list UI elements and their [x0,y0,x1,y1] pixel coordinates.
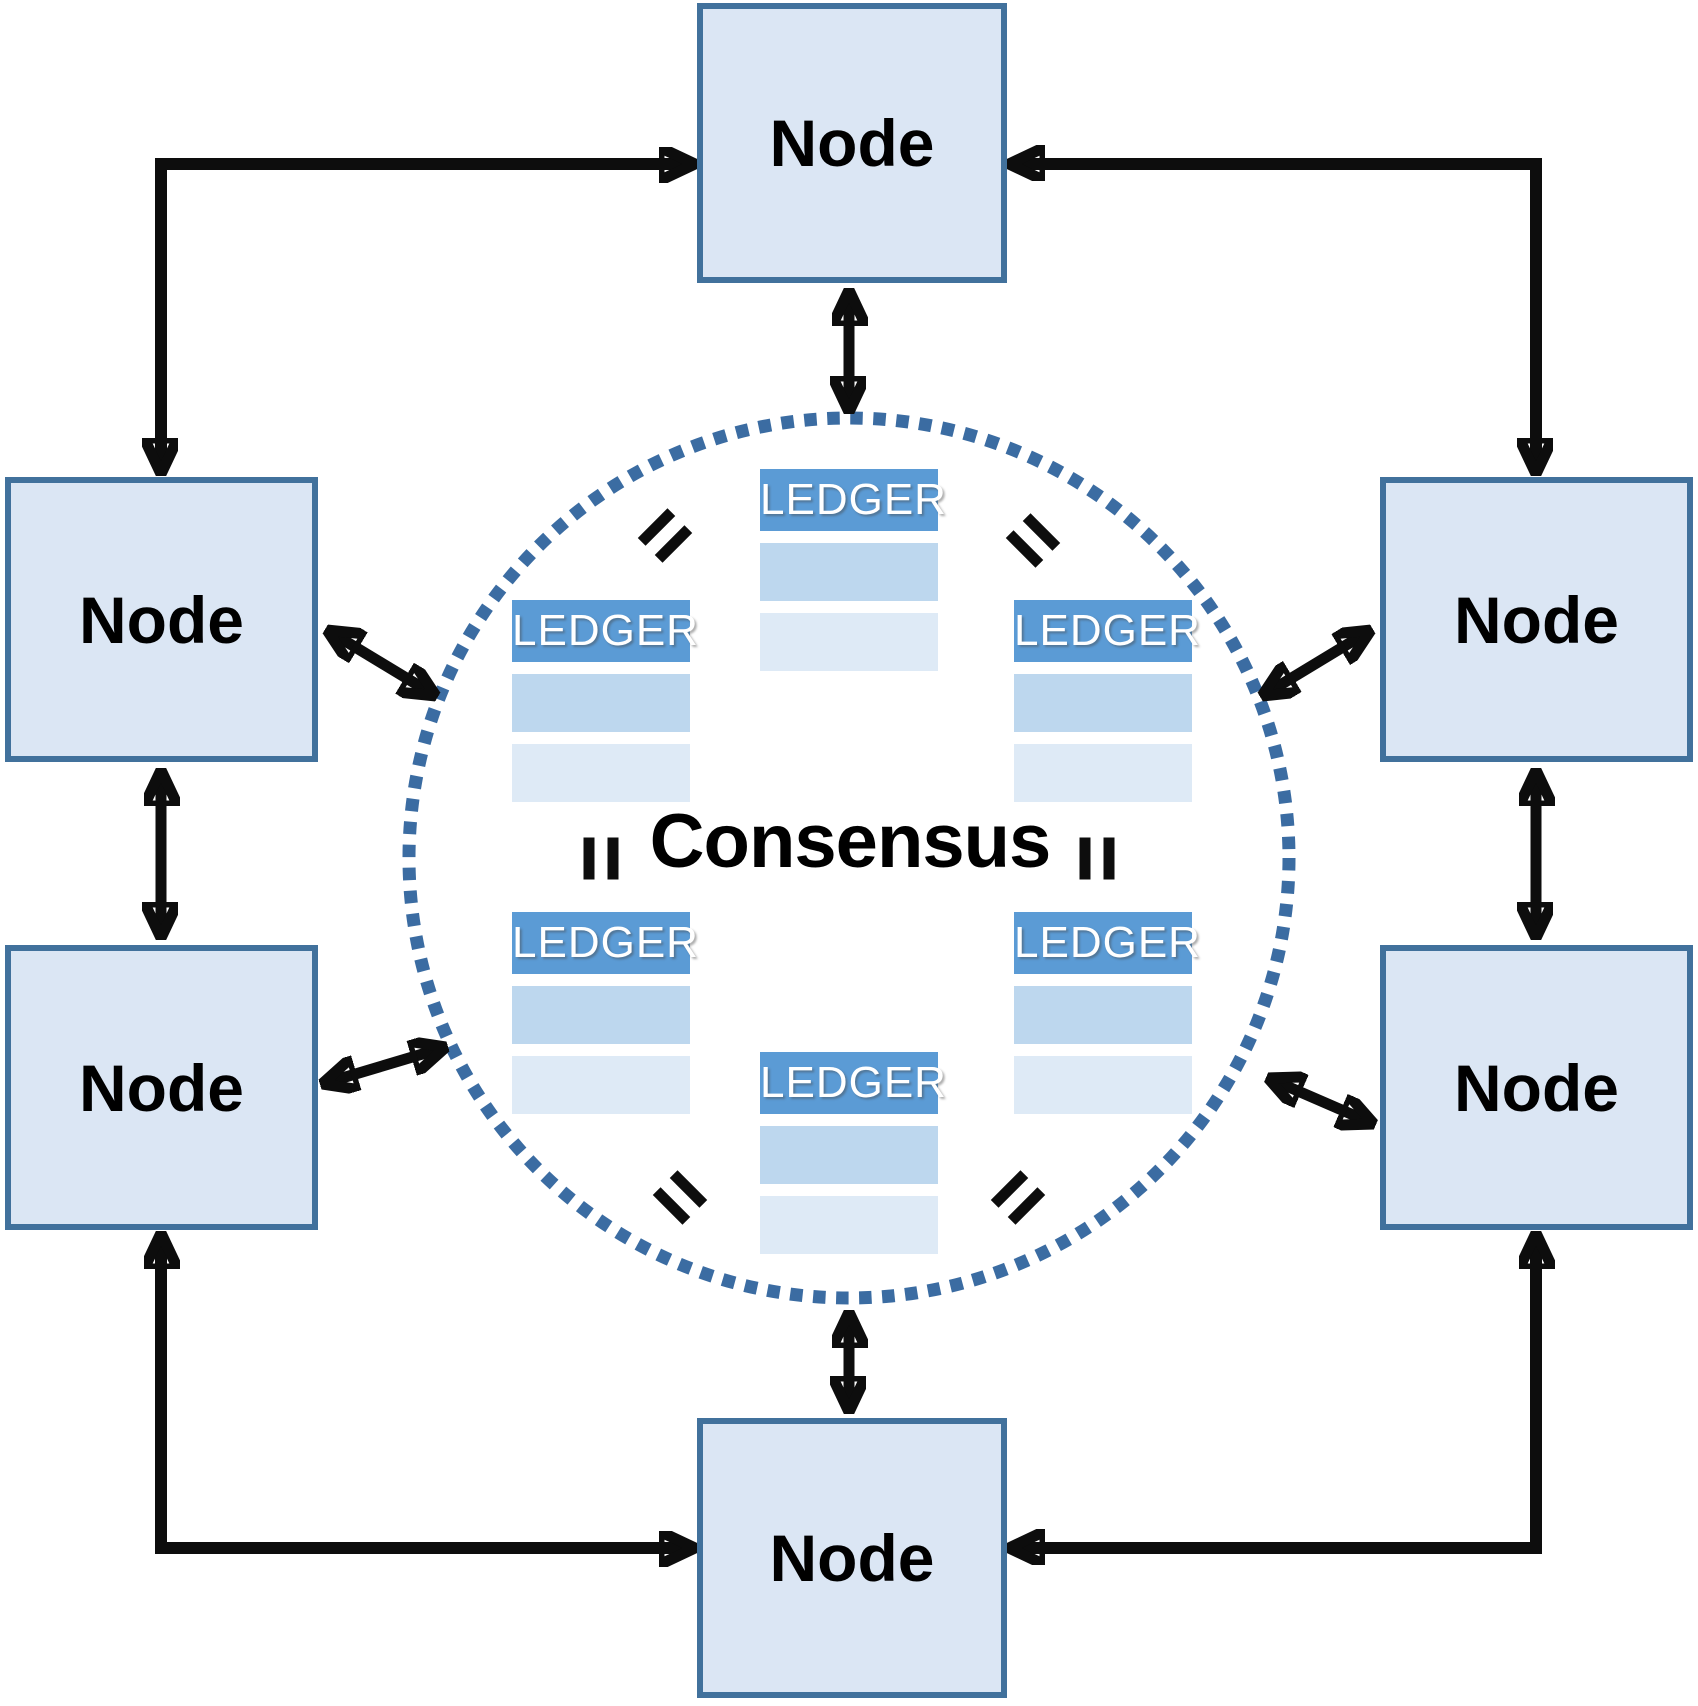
ledger-row [760,543,938,601]
node-label: Node [769,1521,935,1595]
ledger-upper-left: LEDGER [512,600,698,802]
ledger-row [1014,674,1192,732]
ledger-header: LEDGER [512,600,698,662]
node-label: Node [1454,1050,1619,1125]
arrow-left-lower-to-consensus [322,1047,446,1084]
ledger-row [760,613,938,671]
node-box-left-upper: Node [5,477,318,762]
arrow-left-lower-to-bottom-corner [161,1233,695,1548]
node-box-bottom: Node [697,1418,1007,1698]
consensus-boundary-circle [402,411,1296,1305]
node-label: Node [1454,582,1619,657]
ledger-row [512,674,690,732]
arrow-right-lower-to-consensus [1268,1078,1374,1124]
arrow-right-upper-to-consensus [1262,630,1371,696]
arrow-left-upper-to-consensus [327,630,436,696]
ledger-header: LEDGER [760,1052,946,1114]
ledger-header: LEDGER [1014,600,1200,662]
node-box-right-lower: Node [1380,945,1693,1230]
ledger-upper-right: LEDGER [1014,600,1200,802]
ledger-row [512,744,690,802]
ledger-row [1014,1056,1192,1114]
node-box-top: Node [697,3,1007,283]
ledger-row [1014,986,1192,1044]
ledger-row [760,1196,938,1254]
ledger-lower-right: LEDGER [1014,912,1200,1114]
node-label: Node [79,582,244,657]
ledger-header: LEDGER [512,912,698,974]
ledger-lower-left: LEDGER [512,912,698,1114]
arrow-top-to-right-upper-corner [1009,164,1536,474]
consensus-label: Consensus [649,799,1052,884]
node-box-left-lower: Node [5,945,318,1230]
node-label: Node [769,106,935,180]
node-label: Node [79,1050,244,1125]
node-box-right-upper: Node [1380,477,1693,762]
ledger-bottom-center: LEDGER [760,1052,946,1254]
arrow-left-upper-to-top-corner [161,164,695,474]
ledger-row [512,1056,690,1114]
arrow-bottom-to-right-lower-corner [1009,1233,1536,1548]
ledger-row [1014,744,1192,802]
ledger-row [512,986,690,1044]
ledger-header: LEDGER [1014,912,1200,974]
ledger-row [760,1126,938,1184]
ledger-header: LEDGER [760,469,946,531]
ledger-top-center: LEDGER [760,469,946,671]
